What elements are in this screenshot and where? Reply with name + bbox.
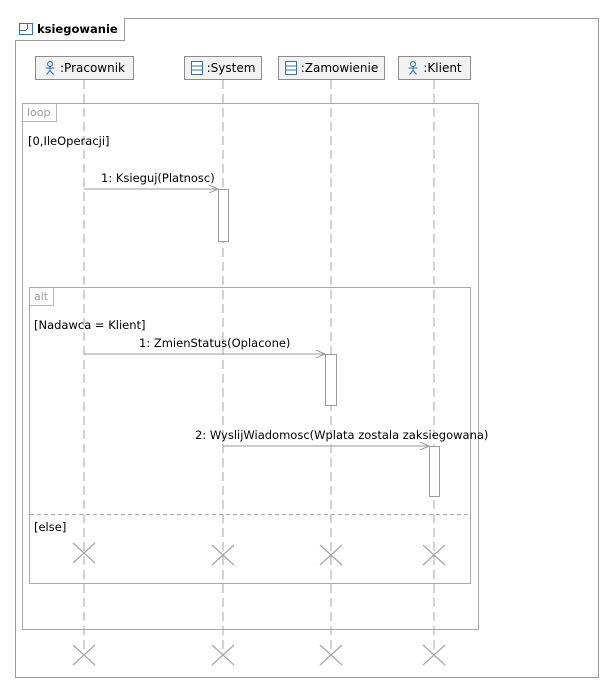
lifeline-label: :System (206, 61, 256, 75)
loop-guard: [0,IleOperacji] (28, 134, 110, 148)
lifeline-label: :Pracownik (60, 61, 125, 75)
diagram-frame (15, 18, 599, 678)
activation-system (218, 189, 229, 242)
loop-operator-label: loop (23, 104, 57, 122)
loop-fragment (22, 103, 479, 630)
diagram-tab[interactable]: ksiegowanie (15, 18, 125, 41)
class-icon (190, 61, 203, 75)
class-icon (284, 61, 297, 75)
message-label-1: 1: Ksieguj(Platnosc) (101, 171, 215, 185)
lifeline-label: :Zamowienie (300, 61, 379, 75)
activation-zamowienie (325, 354, 337, 406)
actor-icon (408, 61, 418, 75)
alt-fragment (29, 287, 471, 584)
destroy-marker-zamowienie-else (319, 544, 343, 566)
message-label-2: 1: ZmienStatus(Oplacone) (139, 336, 291, 350)
alt-guard: [Nadawca = Klient] (34, 318, 146, 332)
else-guard: [else] (34, 520, 67, 534)
lifeline-klient[interactable]: :Klient (398, 56, 471, 80)
message-label-3: 2: WyslijWiadomosc(Wplata zostala zaksie… (195, 428, 489, 442)
destroy-marker-system-else (211, 544, 235, 566)
destroy-marker-pracownik (72, 644, 96, 666)
destroy-marker-zamowienie (319, 644, 343, 666)
destroy-marker-system (211, 644, 235, 666)
lifeline-label: :Klient (423, 61, 462, 75)
alt-operator-label: alt (30, 288, 55, 306)
diagram-title: ksiegowanie (37, 22, 118, 36)
lifeline-zamowienie[interactable]: :Zamowienie (278, 56, 385, 80)
actor-icon (45, 61, 55, 75)
lifeline-pracownik[interactable]: :Pracownik (35, 56, 134, 80)
lifeline-system[interactable]: :System (184, 56, 262, 80)
activation-klient (429, 446, 440, 497)
destroy-marker-pracownik-else (72, 542, 96, 564)
destroy-marker-klient (422, 644, 446, 666)
destroy-marker-klient-else (422, 544, 446, 566)
sequence-diagram-icon (19, 23, 33, 35)
